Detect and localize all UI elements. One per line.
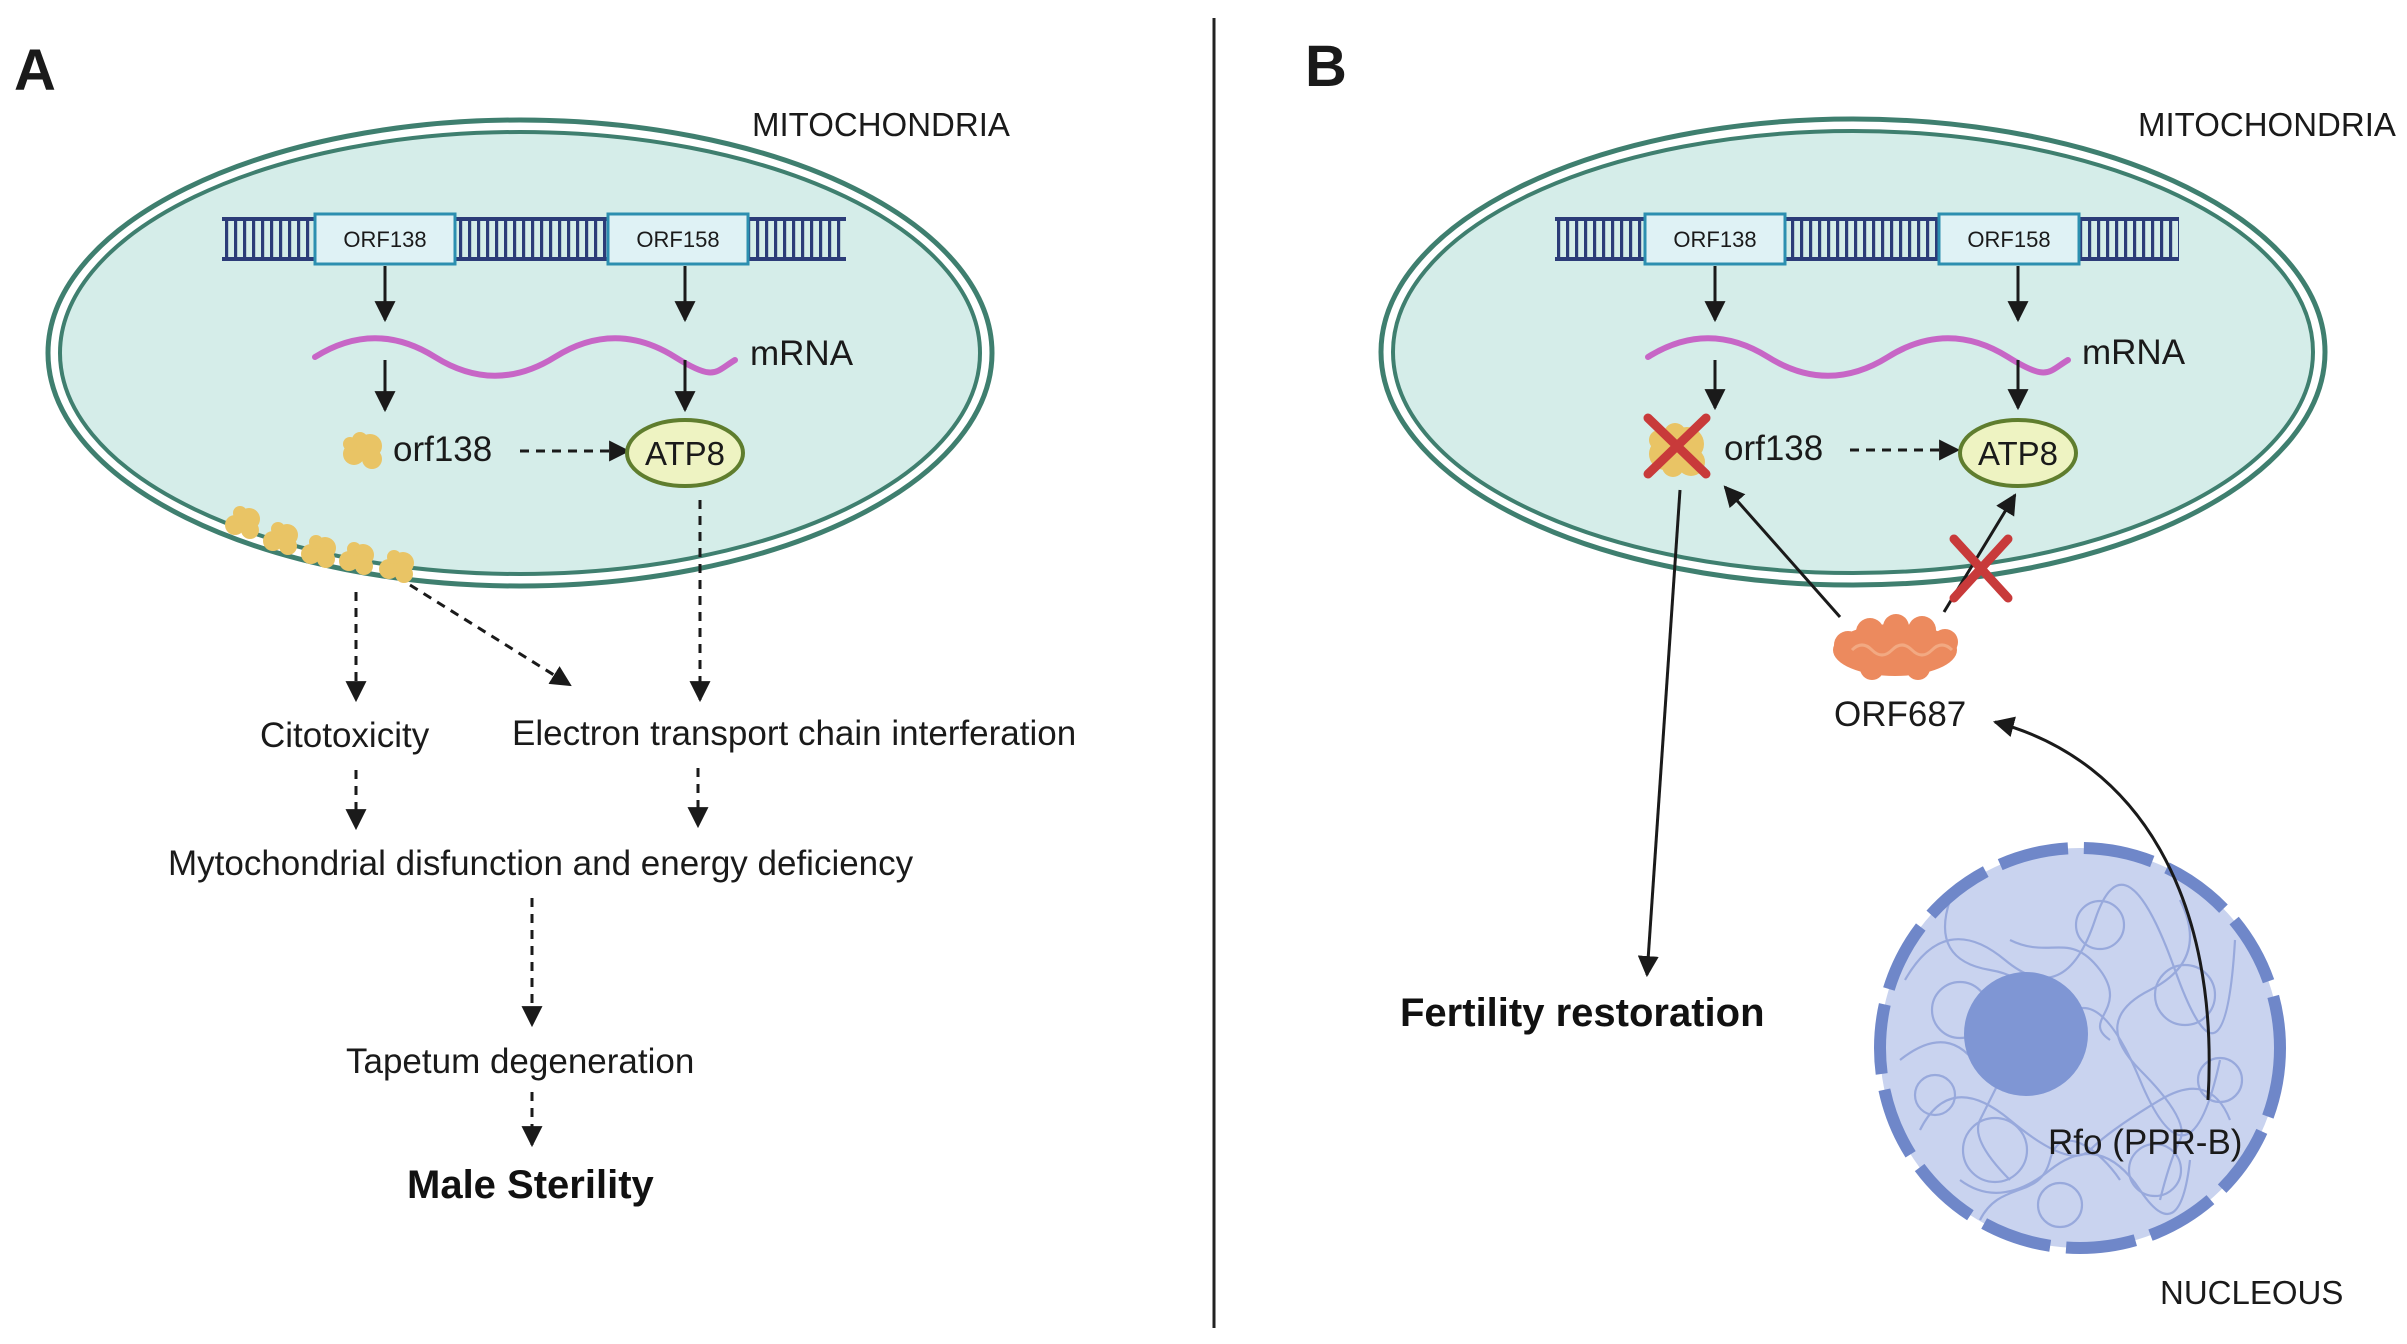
disfunction-label: Mytochondrial disfunction and energy def… — [168, 844, 914, 883]
gene-label-orf158: ORF158 — [636, 227, 719, 252]
panel-a: A MITOCHONDRIA ORF138 ORF158 mRNA — [14, 38, 1076, 1207]
tapetum-label: Tapetum degeneration — [346, 1042, 694, 1081]
panel-b: B MITOCHONDRIA ORF138 ORF158 mRNA — [1305, 34, 2396, 1311]
panel-a-compartment-label: MITOCHONDRIA — [752, 106, 1010, 143]
panel-b-compartment-label: MITOCHONDRIA — [2138, 106, 2396, 143]
panel-a-letter: A — [14, 38, 56, 103]
gene-label-b-orf158: ORF158 — [1967, 227, 2050, 252]
mrna-strand — [312, 335, 738, 379]
atp8-protein — [625, 418, 745, 488]
atp8-label-b: ATP8 — [1978, 435, 2058, 472]
atp8-protein-b — [1958, 418, 2078, 488]
male-sterility-label: Male Sterility — [407, 1163, 655, 1207]
membrane-orf138-aggregates — [225, 506, 414, 583]
nucleus — [1874, 842, 2286, 1254]
arrow-orf138-to-fertility — [1637, 489, 1682, 978]
etc-interference-label: Electron transport chain interferation — [512, 714, 1076, 753]
gene-box-orf138 — [313, 212, 457, 266]
arrow-rfo-to-orf687 — [1992, 716, 2211, 1101]
atp8-label: ATP8 — [645, 435, 725, 472]
arrow-orf687-to-orf138 — [1723, 485, 1842, 618]
gene-box-b-orf158 — [1937, 212, 2081, 266]
inhibition-x-icon-atp8 — [1949, 534, 2013, 603]
gene-label-b-orf138: ORF138 — [1673, 227, 1756, 252]
fertility-restoration-label: Fertility restoration — [1400, 991, 1765, 1035]
orf687-protein-icon — [1833, 614, 1958, 680]
orf138-label-b: orf138 — [1724, 429, 1823, 468]
gene-label-orf138: ORF138 — [343, 227, 426, 252]
citotoxicity-label: Citotoxicity — [260, 716, 430, 755]
mrna-label: mRNA — [750, 334, 854, 373]
panel-b-letter: B — [1305, 34, 1347, 99]
rfo-gene-label: Rfo (PPR-B) — [2048, 1123, 2242, 1162]
orf687-label: ORF687 — [1834, 695, 1966, 734]
mrna-label-b: mRNA — [2082, 333, 2186, 372]
nucleolus — [1964, 972, 2088, 1096]
mrna-strand-b — [1645, 335, 2071, 379]
inhibition-x-icon-orf138 — [1643, 413, 1711, 479]
gene-box-b-orf138 — [1643, 212, 1787, 266]
gene-box-orf158 — [606, 212, 750, 266]
orf138-label: orf138 — [393, 430, 492, 469]
arrow-aggregates-to-etc — [409, 583, 572, 687]
orf138-protein-icon — [343, 432, 382, 469]
nucleus-label: NUCLEOUS — [2160, 1274, 2343, 1311]
